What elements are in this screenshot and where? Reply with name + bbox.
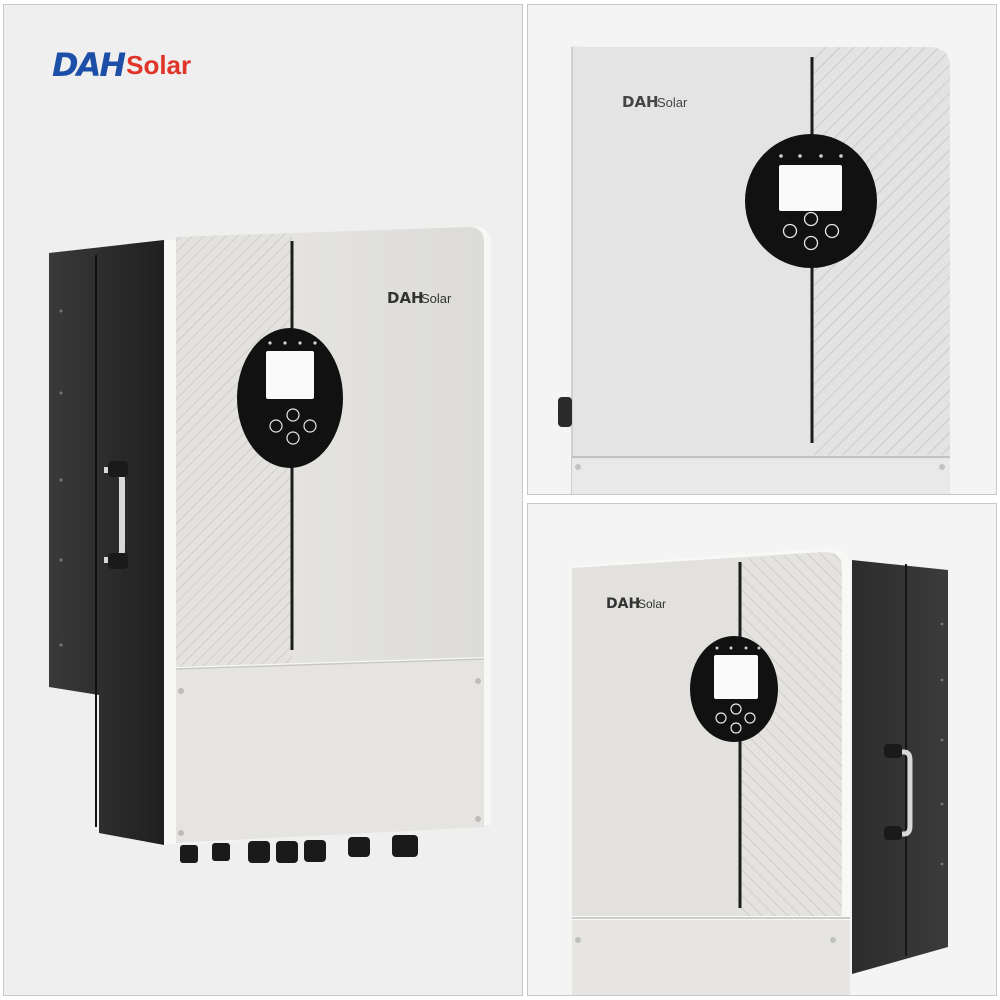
product-view-front-closeup: DAH Solar <box>527 4 997 495</box>
svg-text:Solar: Solar <box>638 597 666 611</box>
svg-text:DAH: DAH <box>622 93 659 111</box>
housing-side <box>852 560 948 974</box>
product-view-main: DAH Solar <box>3 4 523 996</box>
lcd-screen <box>779 165 842 211</box>
svg-text:Solar: Solar <box>657 95 688 110</box>
brand-logo-mark: DAH <box>52 46 126 84</box>
lcd-screen <box>266 351 314 399</box>
side-handle <box>896 749 913 837</box>
product-view-side-closeup: DAH Solar <box>527 503 997 996</box>
svg-text:DAH: DAH <box>606 596 640 612</box>
svg-text:Solar: Solar <box>421 291 452 306</box>
svg-text:DAH: DAH <box>387 289 424 307</box>
lcd-screen <box>714 655 758 699</box>
housing-side <box>49 240 164 845</box>
inverter-illustration-main: DAH Solar <box>49 227 491 863</box>
brand-logo: DAH Solar <box>52 46 192 84</box>
inverter-illustration-side: DAH Solar <box>572 548 948 995</box>
brand-logo-word: Solar <box>126 49 192 80</box>
inverter-illustration-front: DAH Solar <box>558 45 950 494</box>
front-face-lower <box>176 659 484 843</box>
